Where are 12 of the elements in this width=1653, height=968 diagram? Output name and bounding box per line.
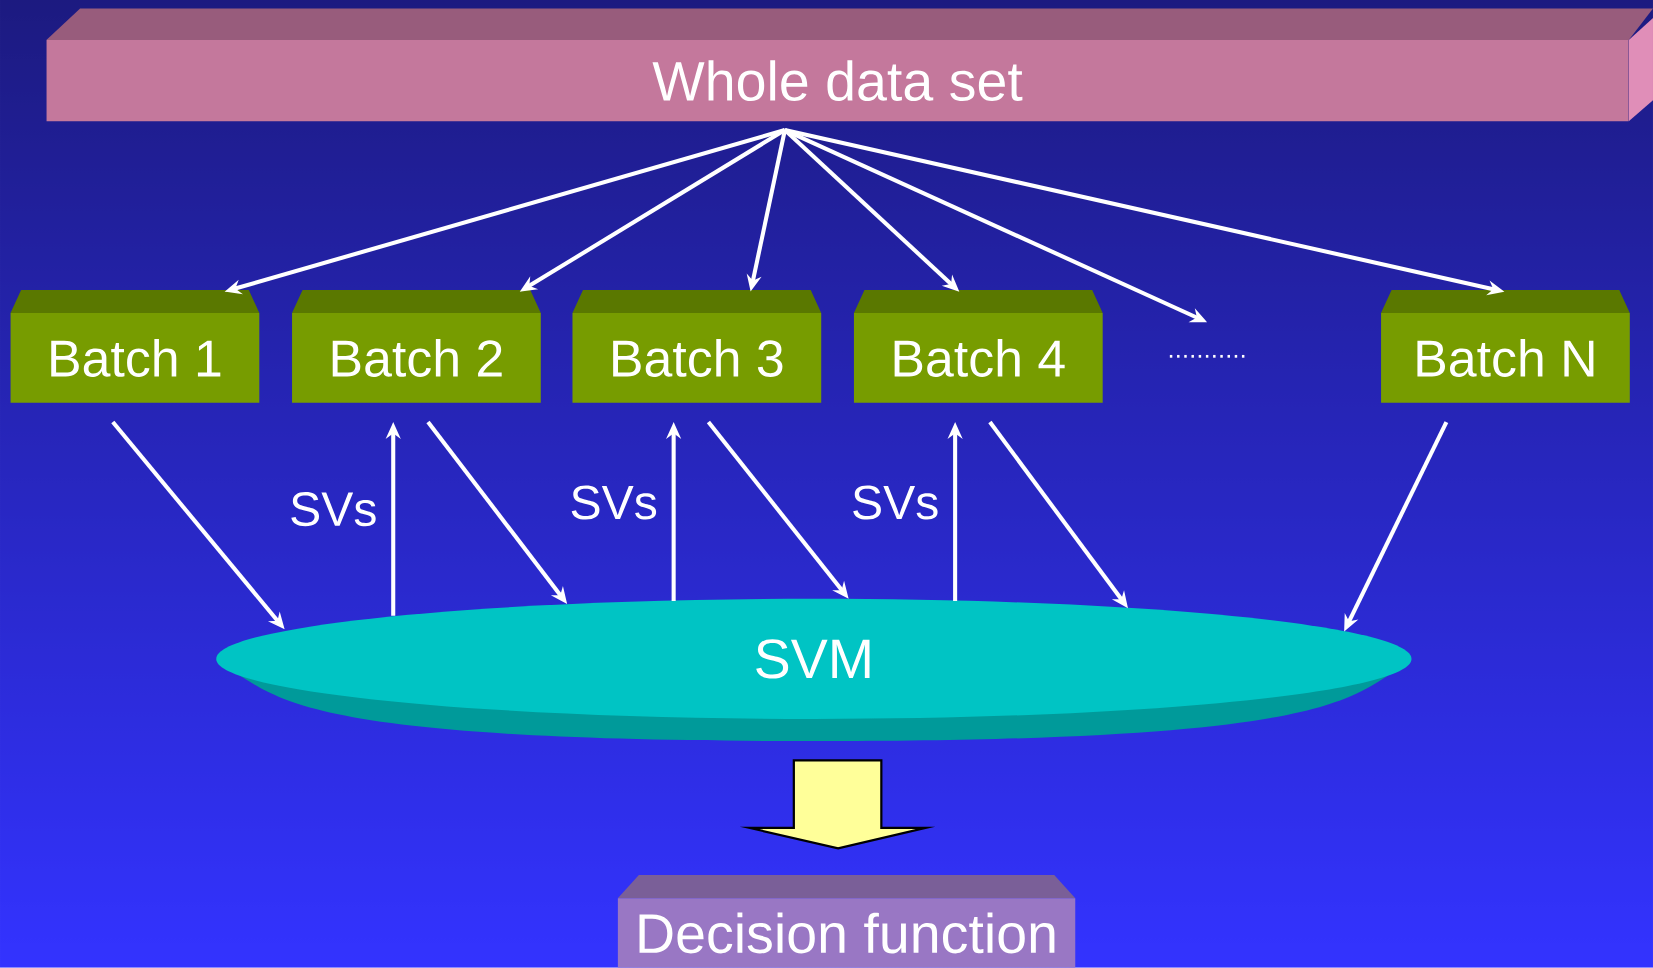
edge-label: SVs (571, 485, 657, 520)
ellipse-node: SVM (216, 598, 1412, 742)
batch-box: Batch 3 (572, 290, 822, 403)
edge-label: SVs (291, 492, 376, 527)
batch-box: Batch 1 (10, 290, 260, 403)
edge-label: SVs (853, 485, 938, 520)
ellipsis-text: ........... (1169, 355, 1245, 358)
batch-box: Batch 2 (292, 290, 541, 403)
batch-box: Batch N (1381, 290, 1630, 403)
slab-box: Whole data set (46, 8, 1653, 122)
result-box: Decision function (617, 875, 1076, 968)
batch-box: Batch 4 (853, 290, 1103, 403)
